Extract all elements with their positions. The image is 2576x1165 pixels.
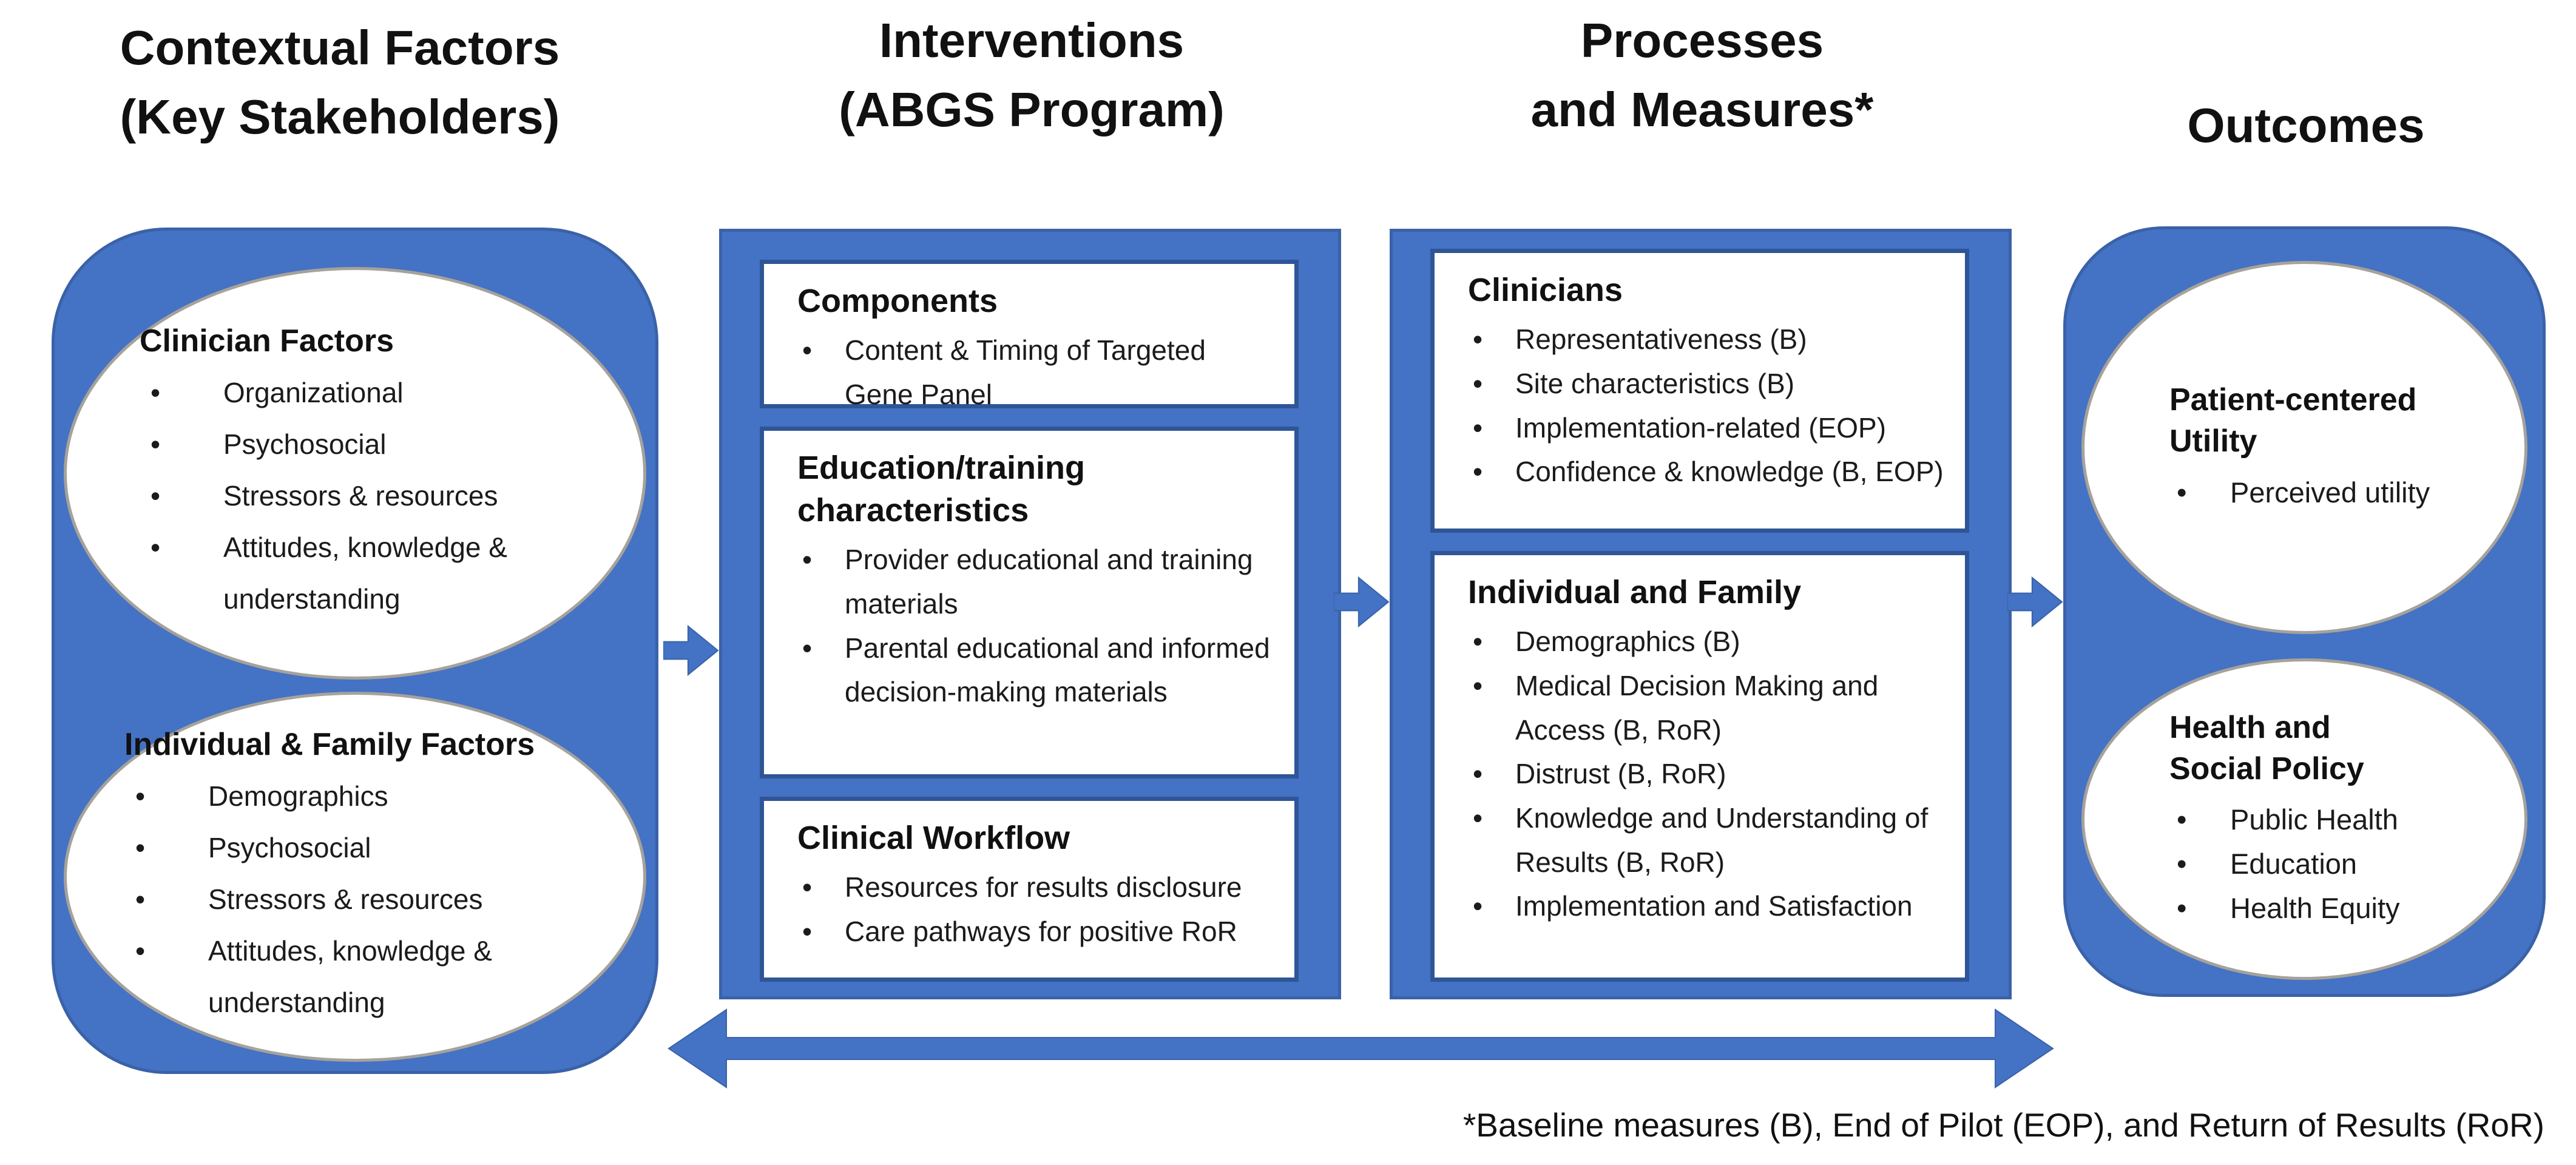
right-arrow-icon	[2007, 576, 2063, 627]
header-line: Contextual Factors	[120, 21, 560, 75]
header-line: and Measures*	[1530, 82, 1874, 137]
list-item: Implementation and Satisfaction	[1468, 884, 1950, 928]
footnote: *Baseline measures (B), End of Pilot (EO…	[1462, 1106, 2544, 1144]
individual-and-family-heading: Individual and Family	[1468, 574, 1802, 610]
list-item: Distrust (B, RoR)	[1468, 752, 1950, 796]
patient-centered-utility-heading: Patient-centered Utility	[2169, 382, 2417, 459]
header-line: (ABGS Program)	[839, 82, 1225, 137]
list-item: Perceived utility	[2169, 471, 2506, 515]
header-line: Processes	[1580, 13, 1824, 67]
list-item: Psychosocial	[124, 822, 629, 874]
clinician-factors-ellipse: Clinician Factors Organizational Psychos…	[64, 267, 646, 680]
list-item: Public Health	[2169, 798, 2506, 842]
header-line: (Key Stakeholders)	[120, 89, 560, 144]
education-training-heading: Education/training characteristics	[797, 450, 1086, 529]
health-social-policy-ellipse: Health and Social Policy Public Health E…	[2081, 658, 2527, 980]
clinicians-box: Clinicians Representativeness (B) Site c…	[1430, 249, 1969, 533]
clinicians-heading: Clinicians	[1468, 272, 1623, 308]
education-training-box: Education/training characteristics Provi…	[760, 427, 1299, 778]
components-box: Components Content & Timing of Targeted …	[760, 260, 1299, 410]
list-item: Organizational	[140, 367, 626, 419]
patient-centered-utility-list: Perceived utility	[2169, 471, 2506, 515]
list-item: Education	[2169, 842, 2506, 886]
individual-family-factors-ellipse: Individual & Family Factors Demographics…	[64, 692, 646, 1062]
list-item: Attitudes, knowledge & understanding	[124, 925, 629, 1028]
list-item: Demographics (B)	[1468, 620, 1950, 664]
list-item: Care pathways for positive RoR	[797, 910, 1279, 954]
patient-centered-utility-ellipse: Patient-centered Utility Perceived utili…	[2081, 261, 2527, 634]
list-item: Medical Decision Making and Access (B, R…	[1468, 664, 1950, 752]
components-heading: Components	[797, 283, 998, 319]
health-social-policy-heading: Health and Social Policy	[2169, 710, 2364, 786]
list-item: Implementation-related (EOP)	[1468, 406, 1950, 450]
list-item: Health Equity	[2169, 886, 2506, 931]
list-item: Confidence & knowledge (B, EOP)	[1468, 450, 1950, 494]
list-item: Site characteristics (B)	[1468, 362, 1950, 406]
list-item: Parental educational and informed decisi…	[797, 626, 1279, 714]
list-item: Demographics	[124, 771, 629, 822]
clinical-workflow-list: Resources for results disclosure Care pa…	[797, 865, 1279, 953]
components-list: Content & Timing of Targeted Gene Panel	[797, 328, 1279, 416]
list-item: Attitudes, knowledge & understanding	[140, 522, 626, 625]
header-processes-measures: Processes and Measures*	[1390, 6, 2015, 144]
list-item: Content & Timing of Targeted Gene Panel	[797, 328, 1279, 416]
clinician-factors-list: Organizational Psychosocial Stressors & …	[140, 367, 626, 625]
header-outcomes: Outcomes	[2063, 91, 2549, 160]
clinician-factors-heading: Clinician Factors	[140, 323, 394, 359]
list-item: Representativeness (B)	[1468, 317, 1950, 362]
header-interventions: Interventions (ABGS Program)	[719, 6, 1344, 144]
individual-and-family-box: Individual and Family Demographics (B) M…	[1430, 551, 1969, 982]
clinical-workflow-heading: Clinical Workflow	[797, 820, 1070, 856]
education-training-list: Provider educational and training materi…	[797, 538, 1279, 714]
double-headed-arrow-icon	[668, 1008, 2054, 1089]
health-social-policy-list: Public Health Education Health Equity	[2169, 798, 2506, 931]
individual-family-factors-list: Demographics Psychosocial Stressors & re…	[124, 771, 629, 1028]
list-item: Knowledge and Understanding of Results (…	[1468, 796, 1950, 884]
header-line: Interventions	[879, 13, 1185, 67]
individual-and-family-list: Demographics (B) Medical Decision Making…	[1468, 620, 1950, 928]
list-item: Resources for results disclosure	[797, 865, 1279, 910]
list-item: Provider educational and training materi…	[797, 538, 1279, 626]
header-contextual-factors: Contextual Factors (Key Stakeholders)	[24, 13, 655, 151]
individual-family-factors-heading: Individual & Family Factors	[124, 727, 535, 763]
header-line: Outcomes	[2187, 98, 2425, 152]
list-item: Stressors & resources	[124, 874, 629, 925]
clinical-workflow-box: Clinical Workflow Resources for results …	[760, 797, 1299, 982]
right-arrow-icon	[1334, 576, 1390, 627]
right-arrow-icon	[663, 625, 719, 676]
list-item: Stressors & resources	[140, 470, 626, 522]
list-item: Psychosocial	[140, 419, 626, 470]
clinicians-list: Representativeness (B) Site characterist…	[1468, 317, 1950, 494]
